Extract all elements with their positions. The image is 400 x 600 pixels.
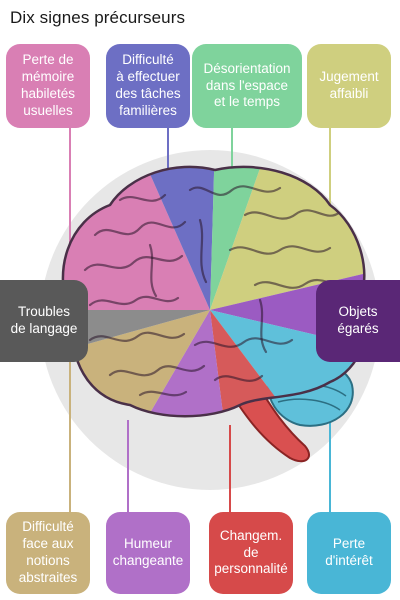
sign-label-line: face aux [22,536,74,552]
sign-label-line: Objets [338,304,378,320]
sign-label-line: changeante [112,553,184,568]
sign-label-line: et le temps [213,94,281,110]
sign-label-line: d'intérêt [325,553,373,568]
sign-label-line: Changem. [219,527,283,543]
sign-label-line: usuelles [23,102,73,118]
sign-label-line: Difficulté [122,52,174,68]
sign-label-line: notions [26,553,70,568]
sign-label-line: personnalité [214,561,288,577]
sign-label-line: mémoire [21,69,75,85]
sign-label-line: Difficulté [22,519,74,535]
sign-label-line: Humeur [123,536,172,552]
sign-label-line: à effectuer [116,69,180,85]
sign-label-line: Troubles [17,304,70,320]
sign-label-line: habiletés [20,86,76,101]
sign-label-line: de langage [10,321,78,336]
sign-label-line: affaibli [329,86,369,101]
sign-label-line: de [243,544,259,560]
sign-label-line: des tâches [115,86,181,101]
sign-label-line: Jugement [319,69,379,85]
brain-stem [230,390,310,463]
sign-label-line: Perte de [22,52,74,68]
page-title: Dix signes précurseurs [10,8,186,27]
sign-label-line: dans l'espace [205,77,289,93]
sign-label-line: familières [119,102,177,118]
sign-label-line: Perte [332,536,366,552]
sign-label-line: Désorientation [203,60,291,76]
sign-label-line: égarés [337,321,379,336]
sign-label-line: abstraites [18,569,78,585]
